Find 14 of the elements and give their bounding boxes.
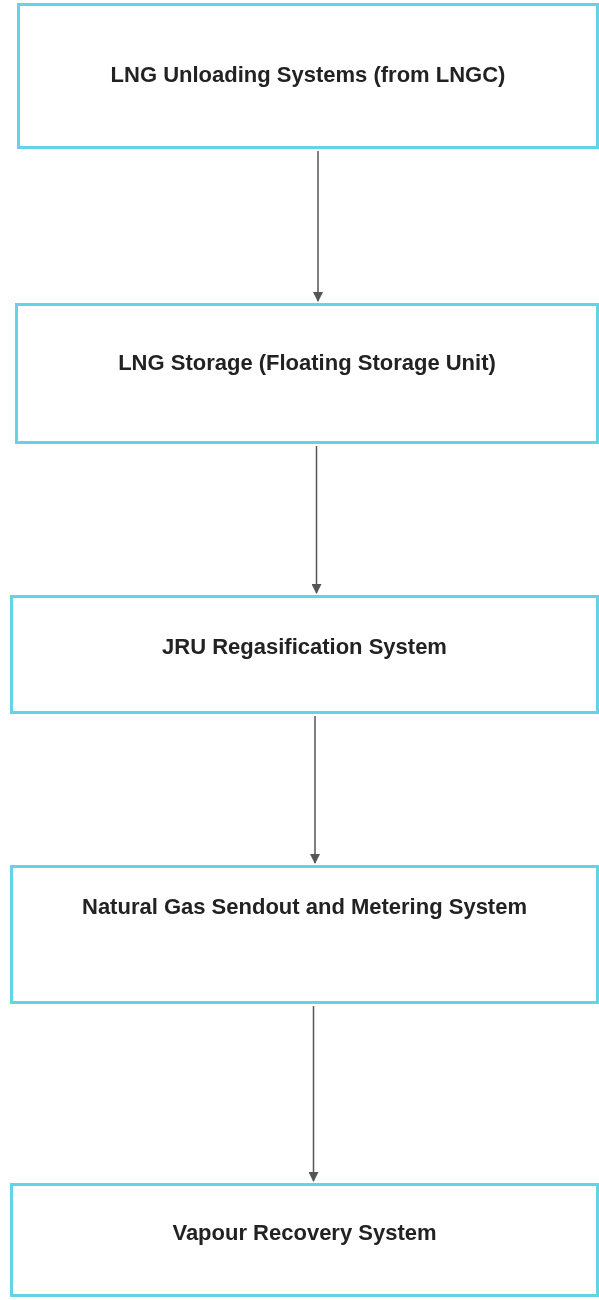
- box-label: Natural Gas Sendout and Metering System: [82, 893, 527, 921]
- arrow: [311, 445, 322, 594]
- arrow: [308, 1005, 319, 1182]
- box-label: LNG Storage (Floating Storage Unit): [118, 349, 496, 377]
- process-box: [10, 865, 599, 1004]
- arrow: [310, 715, 320, 864]
- box-label: Vapour Recovery System: [172, 1219, 437, 1247]
- box-label: JRU Regasification System: [162, 633, 447, 661]
- arrow: [313, 150, 323, 302]
- process-box: [15, 303, 599, 444]
- process-box: [10, 1183, 599, 1297]
- box-label: LNG Unloading Systems (from LNGC): [110, 61, 506, 89]
- process-box: [10, 595, 599, 714]
- process-box: [17, 3, 599, 149]
